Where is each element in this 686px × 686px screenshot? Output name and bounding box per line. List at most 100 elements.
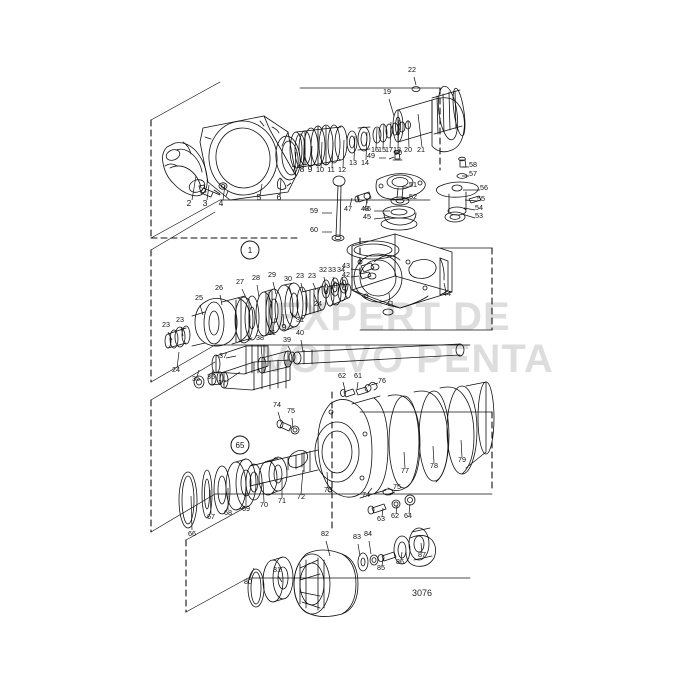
callout-leader (302, 147, 305, 169)
callout-leader (381, 557, 384, 567)
callout-number: 23 (308, 271, 316, 280)
callout-number: 75 (393, 482, 401, 491)
callout-18-16: 18 (393, 119, 401, 154)
part-internal-gear-82 (293, 549, 359, 617)
callout-number: 44 (443, 289, 451, 298)
callout-23-43: 23 (296, 271, 304, 293)
callout-51-25: 51 (402, 180, 417, 189)
callout-leader (199, 304, 204, 316)
callout-81-88: 81 (273, 565, 283, 583)
callout-leader (350, 268, 361, 271)
callout-55-34: 55 (464, 194, 485, 203)
callout-57-32: 57 (462, 169, 477, 178)
callout-25-42: 25 (195, 293, 204, 316)
callout-number: 37 (218, 378, 226, 387)
part-pin-39 (288, 351, 296, 363)
callout-number: 56 (480, 183, 488, 192)
callout-16-13: 16 (371, 127, 379, 154)
callout-61-66: 61 (354, 371, 362, 390)
callout-number: 14 (361, 158, 369, 167)
part-cup-86-87 (393, 527, 436, 567)
callout-number: 22 (408, 65, 416, 74)
callout-leader (224, 371, 241, 383)
perspective-guides (150, 81, 493, 613)
callout-number: 35 (192, 374, 200, 383)
callout-leader (356, 381, 359, 390)
callout-84-91: 84 (364, 529, 372, 555)
callout-number: 51 (409, 180, 417, 189)
callout-leader (460, 439, 463, 458)
callout-66-78: 66 (188, 495, 196, 538)
callout-5-3: 5 (257, 183, 263, 202)
callout-42-63: 42 (342, 270, 360, 279)
callout-13-11: 13 (349, 135, 357, 167)
part-bolt-74-75-upper (276, 419, 300, 435)
callout-26-41: 26 (215, 283, 223, 306)
callout-29-38: 29 (268, 270, 277, 295)
callout-number: 81 (273, 565, 281, 574)
callout-number: 54 (475, 203, 483, 212)
callout-leader (395, 505, 398, 515)
callout-46-27: 46 (363, 204, 390, 213)
callout-37-60: 37 (218, 371, 241, 387)
callout-leader (350, 275, 360, 278)
callout-number: 43 (342, 261, 350, 270)
callout-number: 64 (404, 511, 412, 520)
callout-31-49: 31 (289, 311, 304, 324)
callout-78-80: 78 (430, 445, 438, 470)
callout-number: 21 (417, 145, 425, 154)
callout-9-7: 9 (308, 145, 313, 174)
callout-19-17: 19 (383, 87, 395, 117)
callout-leader (388, 491, 396, 495)
callout-47-23: 47 (344, 197, 353, 213)
part-input-shaft-25 (164, 311, 206, 349)
part-shim-67 (201, 469, 213, 519)
callout-number: 69 (242, 504, 250, 513)
callout-number: 84 (364, 529, 372, 538)
callout-21-19: 21 (417, 113, 425, 154)
figure-number: 3076 (412, 588, 432, 598)
callout-leader (206, 184, 210, 201)
callout-82-89: 82 (321, 529, 331, 557)
callout-number: 74 (362, 490, 370, 499)
callout-leader (397, 119, 400, 149)
callout-leader (325, 540, 331, 557)
part-pump-shaft-72 (249, 449, 319, 487)
callout-74-69: 74 (273, 400, 282, 423)
group-circle (240, 240, 260, 260)
part-gearbox-housing (346, 233, 453, 316)
callout-11-51: 11 (268, 317, 276, 337)
callout-39-52: 39 (283, 335, 292, 353)
callout-leader (368, 540, 372, 555)
callout-leader (342, 381, 346, 391)
callout-number: 86 (396, 557, 404, 566)
callout-71-73: 71 (278, 478, 286, 505)
callout-8-6: 8 (300, 147, 305, 174)
callout-leader (190, 495, 193, 531)
part-cluster-gear-26 (194, 295, 260, 347)
callout-number: 23 (296, 271, 304, 280)
callout-leader (365, 198, 368, 207)
callout-number: 46 (363, 204, 371, 213)
callout-23-44: 23 (308, 271, 317, 291)
callout-6-4: 6 (277, 177, 282, 202)
callout-87-94: 87 (418, 542, 426, 559)
callout-number: 58 (469, 160, 477, 169)
callout-44-65: 44 (443, 282, 451, 298)
callout-34-47: 34 (337, 265, 345, 289)
callout-leader (259, 183, 263, 197)
callout-32-45: 32 (319, 265, 327, 289)
callout-12-10: 12 (338, 139, 346, 174)
callout-leader (349, 197, 353, 207)
callout-number: 18 (393, 145, 401, 154)
callout-leader (300, 339, 304, 353)
callout-64-86: 64 (404, 503, 412, 520)
callout-leader (464, 199, 478, 202)
callout-number: 5 (257, 192, 262, 202)
callout-number: 12 (338, 165, 346, 174)
callout-23-55: 23 (162, 320, 173, 341)
callout-number: 85 (377, 563, 385, 572)
callout-leader (167, 331, 173, 341)
callout-leader (291, 417, 294, 429)
